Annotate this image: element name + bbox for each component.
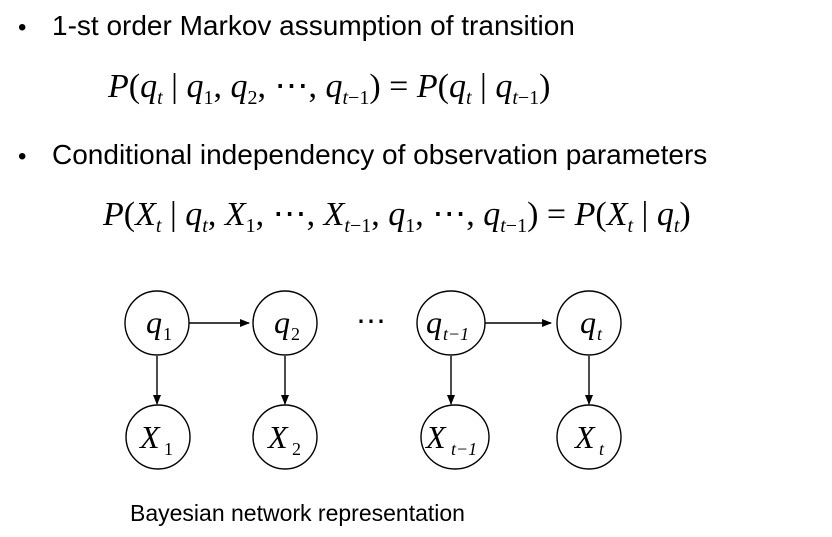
- node-var: X: [138, 419, 161, 455]
- bullet-glyph: •: [18, 14, 27, 41]
- node-var: q: [146, 304, 162, 340]
- bullet-text: 1-st order Markov assumption of transiti…: [52, 10, 575, 41]
- node-qt: q t: [556, 290, 622, 356]
- node-sub: t: [599, 439, 605, 459]
- node-xt-minus-1: X t−1: [420, 404, 490, 470]
- node-var: q: [580, 304, 596, 340]
- node-sub: t−1: [451, 439, 477, 459]
- node-sub: 2: [292, 439, 301, 459]
- node-qt-minus-1: q t−1: [416, 290, 486, 356]
- formula-markov-math: P(qt | q1, q2, ⋯, qt−1) = P(qt | qt−1): [108, 68, 551, 109]
- bullet-text: Conditional independency of observation …: [52, 139, 708, 170]
- bullet-markov-assumption: • 1-st order Markov assumption of transit…: [18, 10, 575, 44]
- node-sub: t: [597, 324, 603, 344]
- node-var: q: [274, 304, 290, 340]
- node-q2: q 2: [252, 290, 318, 356]
- node-x2: X 2: [252, 404, 318, 470]
- node-q1: q 1: [124, 290, 190, 356]
- node-var: q: [426, 304, 442, 340]
- node-sub: 2: [291, 324, 300, 344]
- formula-independency: P(Xt | qt, X1, ⋯, Xt−1, q1, ⋯, qt−1) = P…: [103, 194, 691, 237]
- bullet-conditional-independency: • Conditional independency of observation…: [18, 139, 707, 173]
- node-var: X: [266, 419, 289, 455]
- node-xt: X t: [556, 404, 622, 470]
- ellipsis-dots: ⋯: [356, 305, 386, 338]
- formula-independency-math: P(Xt | qt, X1, ⋯, Xt−1, q1, ⋯, qt−1) = P…: [103, 196, 691, 237]
- node-sub: 1: [163, 324, 172, 344]
- node-x1: X 1: [125, 404, 191, 470]
- node-sub: t−1: [443, 324, 469, 344]
- bullet-glyph: •: [18, 143, 27, 170]
- formula-markov: P(qt | q1, q2, ⋯, qt−1) = P(qt | qt−1): [108, 66, 551, 109]
- node-sub: 1: [164, 439, 173, 459]
- node-var: X: [424, 419, 447, 455]
- diagram-caption: Bayesian network representation: [130, 500, 465, 526]
- node-var: X: [573, 419, 596, 455]
